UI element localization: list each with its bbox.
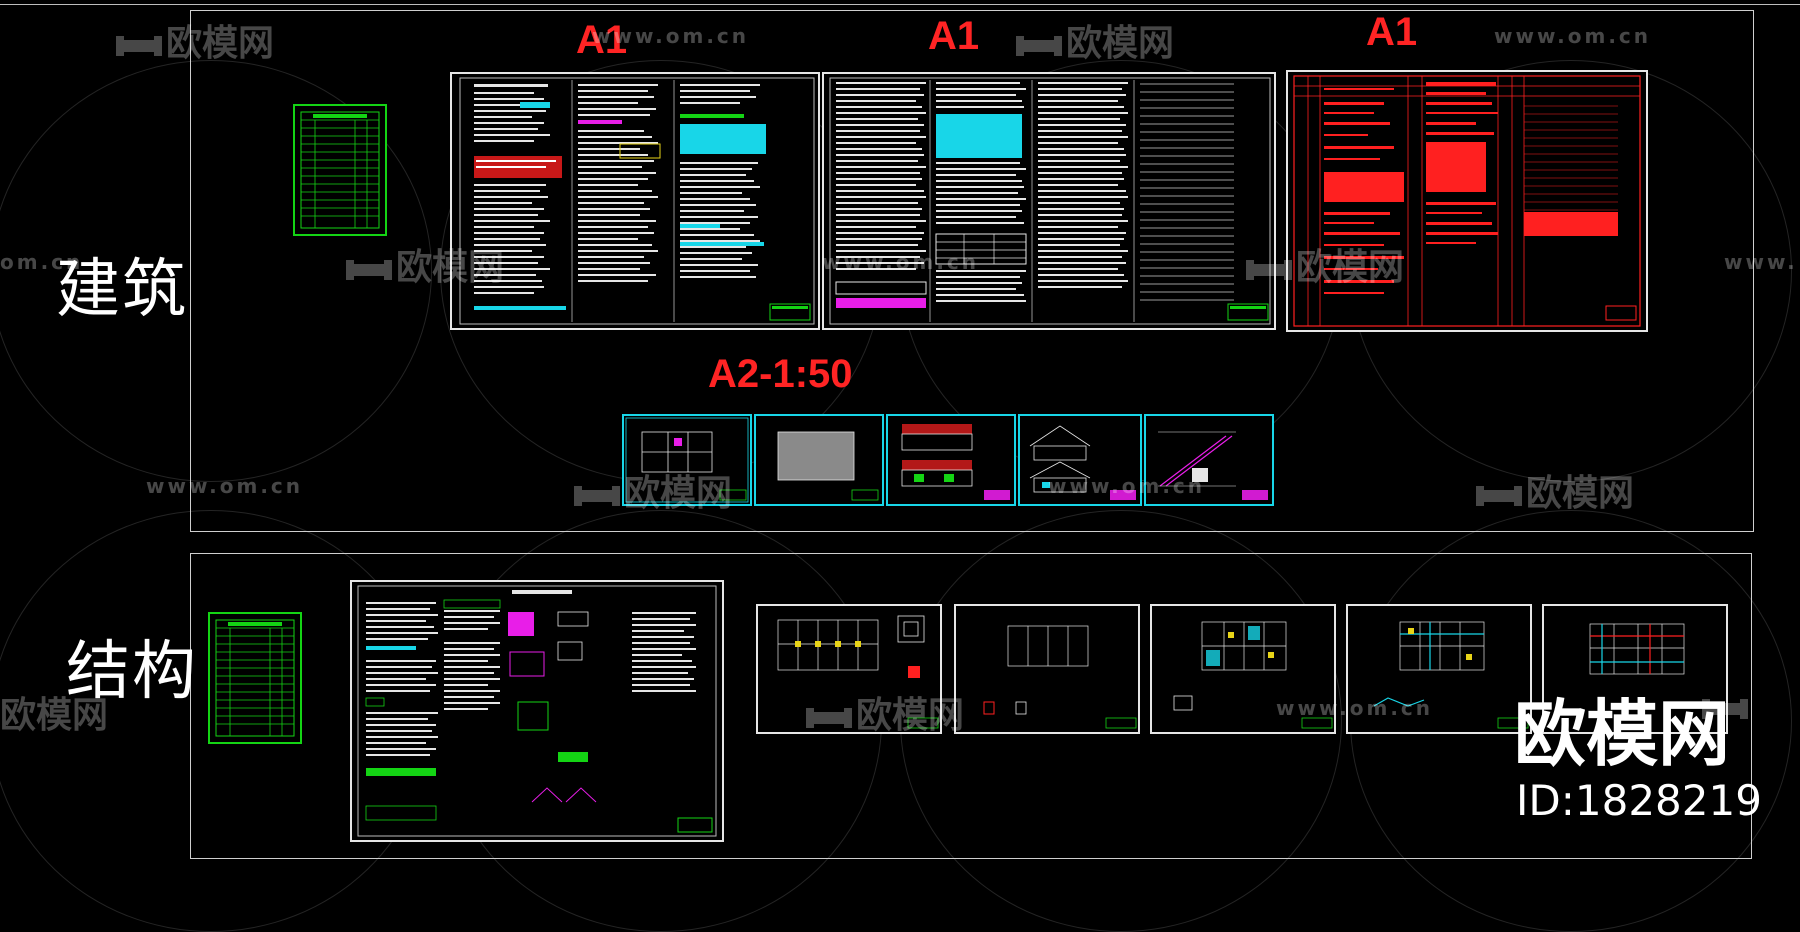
floor-slab-plan-sheet[interactable] [1150,604,1336,734]
roof-beam-plan-sheet[interactable] [1346,604,1532,734]
watermark-brand: 欧模网 [116,14,274,66]
watermark-brand-text: 欧模网 [1066,23,1175,64]
watermark-brand: 欧模网 [0,686,108,738]
a2-stair-detail-sheet[interactable] [1144,414,1274,506]
stair-detail-drawing [1158,431,1268,500]
column-layout-drawing [983,625,1137,729]
watermark-url: www.om.cn [146,474,304,498]
watermark-brand-text: 欧模网 [0,695,109,736]
column-layout-sheet[interactable] [954,604,1140,734]
a1-label-middle: A1 [928,14,980,58]
a2-floor-plan-sheet[interactable] [622,414,752,506]
structure-label: 结构 [66,635,198,709]
elevation-drawing [901,424,1010,500]
watermark-brand: 欧模网 [1016,14,1174,66]
structural-design-notes-sheet[interactable] [350,580,724,842]
a1-label-left: A1 [576,18,628,62]
structure-index-sheet[interactable] [208,612,302,744]
roof-slab-drawing [1589,623,1685,675]
watermark-brand-text: 欧模网 [624,473,733,514]
watermark-brand: 欧模网 [806,686,964,738]
roof-slab-plan-sheet[interactable] [1542,604,1728,734]
sofa-logo-icon [806,708,852,728]
watermark-brand [1702,686,1752,727]
sofa-logo-icon [1702,699,1748,719]
a1-label-right: A1 [1366,10,1418,54]
roof-plan-drawing [777,431,879,501]
corner-id-label: ID:1828219 [1516,776,1762,825]
a2-elevation-sheet[interactable] [886,414,1016,506]
section-drawing [1029,425,1136,500]
watermark-url: www.om.cn [822,250,980,274]
floor-slab-drawing [1173,621,1333,729]
architecture-frame [190,10,1754,532]
watermark-url-short: om.cn [0,250,84,274]
architecture-index-sheet[interactable] [293,104,387,236]
a2-scale-label: A2-1:50 [708,352,853,396]
top-border-line [0,4,1800,5]
a1-material-schedule-sheet[interactable] [1286,70,1648,332]
watermark-brand: 欧模网 [1476,464,1634,516]
sheet-2-content [829,77,1271,325]
watermark-brand-text: 欧模网 [856,695,965,736]
watermark-brand: 欧模网 [574,464,732,516]
watermark-url: www.om.cn [1494,24,1652,48]
structural-notes-content [357,585,717,837]
sofa-logo-icon [346,260,392,280]
watermark-brand-text: 欧模网 [166,23,275,64]
sheet-3-content [1293,75,1641,327]
corner-brand-logo: 欧模网 [1514,692,1731,776]
sofa-logo-icon [574,486,620,506]
watermark-url: www.om.cn [592,24,750,48]
watermark-brand: 欧模网 [1246,238,1404,290]
structure-frame [190,553,1752,859]
watermark-brand-text: 欧模网 [1296,247,1405,288]
watermark-url-partial: www. [1724,250,1798,274]
sofa-logo-icon [1476,486,1522,506]
index-sheet-lines [300,111,380,229]
sofa-logo-icon [1016,36,1062,56]
roof-beam-drawing [1373,621,1529,729]
structure-index-lines [215,619,295,737]
watermark-brand-text: 欧模网 [1526,473,1635,514]
sheet-1-content [459,77,815,325]
watermark-circle [0,60,432,482]
architecture-label: 建筑 [56,253,188,327]
watermark-url: www.om.cn [1048,474,1206,498]
foundation-plan-drawing [777,615,939,729]
floor-plan-drawing [625,417,749,503]
a1-design-notes-sheet-1[interactable] [450,72,820,330]
a1-design-notes-sheet-2[interactable] [822,72,1276,330]
a2-roof-plan-sheet[interactable] [754,414,884,506]
watermark-url: www.om.cn [1276,696,1434,720]
a2-section-sheet[interactable] [1018,414,1142,506]
watermark-brand: 欧模网 [346,238,504,290]
watermark-brand-text: 欧模网 [396,247,505,288]
sofa-logo-icon [1246,260,1292,280]
sofa-logo-icon [116,36,162,56]
foundation-plan-sheet[interactable] [756,604,942,734]
